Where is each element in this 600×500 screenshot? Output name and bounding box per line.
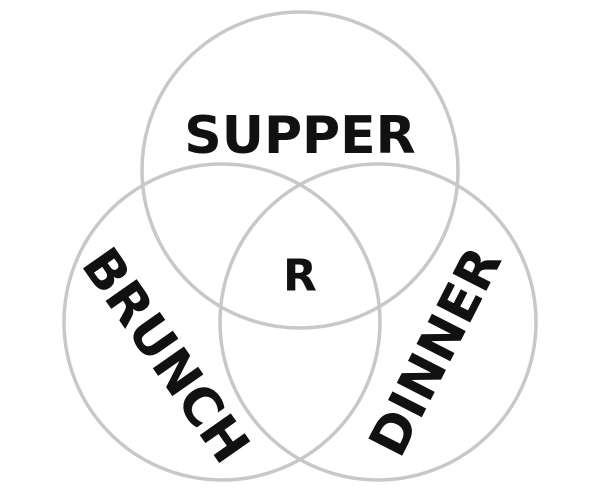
circle-dinner	[218, 162, 538, 482]
circle-brunch	[62, 162, 382, 482]
circle-supper	[140, 10, 460, 330]
label-brunch: BRUNCH	[70, 238, 261, 475]
label-intersection: R	[283, 251, 317, 302]
label-supper: SUPPER	[184, 106, 415, 166]
